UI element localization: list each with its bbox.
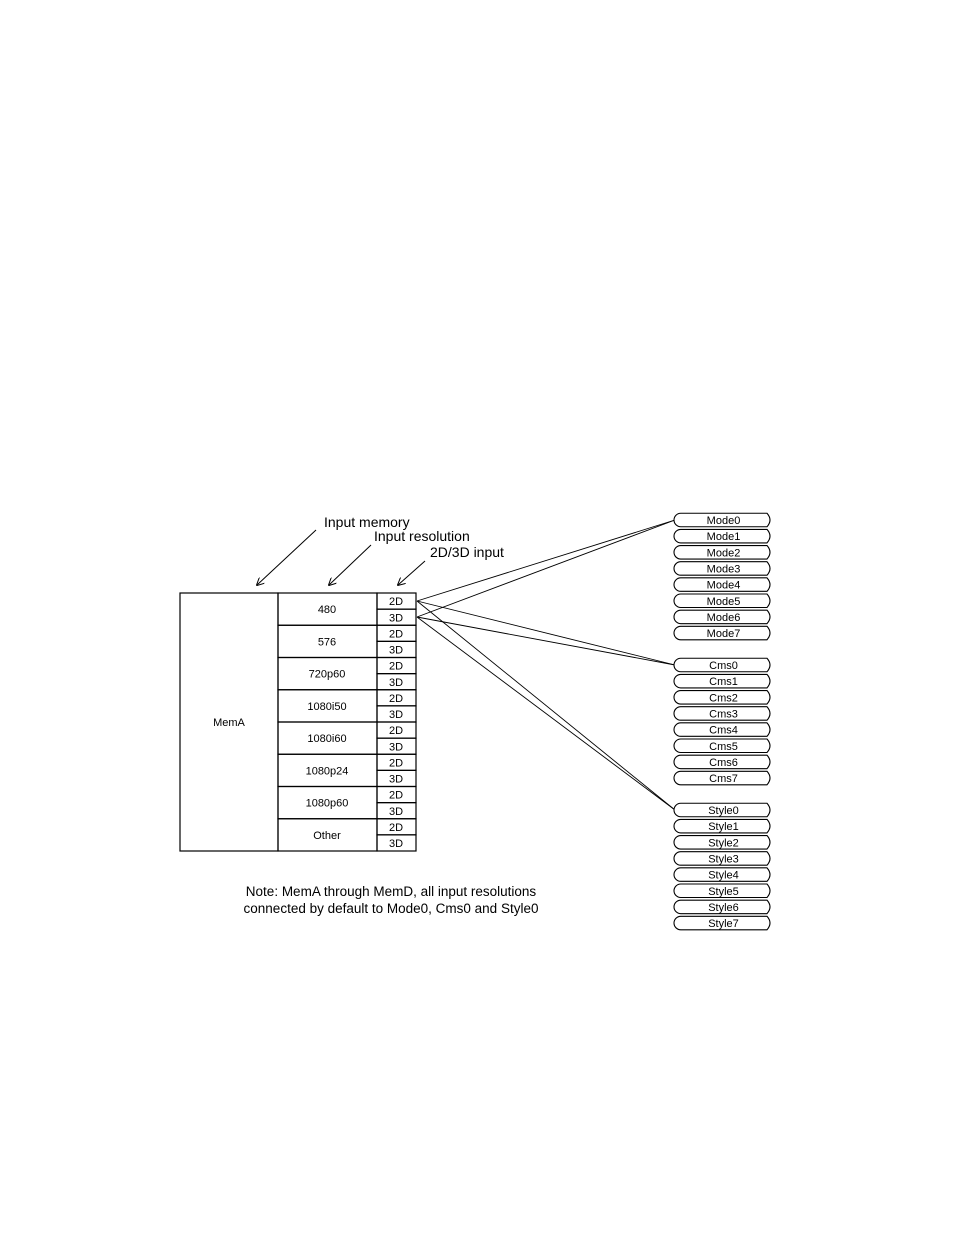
- style-pill: [673, 818, 771, 834]
- mode-pill: [673, 512, 771, 528]
- default-connections: [416, 519, 676, 811]
- resolution-label: 1080p24: [306, 765, 349, 777]
- cms-pill: [673, 738, 771, 754]
- cms-label: Cms2: [709, 692, 738, 704]
- dim-label: 2D: [389, 757, 403, 769]
- cms-pill: [673, 706, 771, 721]
- mode-pill: [673, 545, 771, 560]
- mode-pill: [673, 593, 771, 609]
- cms-pill: [673, 690, 771, 705]
- cms-label: Cms0: [709, 660, 738, 672]
- cms-label: Cms7: [709, 773, 738, 785]
- resolution-label: 1080i50: [307, 701, 346, 713]
- mode-label: Mode1: [707, 531, 741, 543]
- style-label: Style4: [708, 870, 739, 882]
- dim-label: 3D: [389, 612, 403, 624]
- cms-label: Cms1: [709, 676, 738, 688]
- style-pill: [673, 867, 771, 882]
- resolution-label: Other: [313, 830, 341, 842]
- mode-pill: [673, 625, 771, 641]
- cms-label: Cms5: [709, 741, 738, 753]
- dim-cell: [376, 834, 417, 852]
- style-pill: [673, 899, 771, 915]
- memory-label: MemA: [213, 717, 245, 729]
- mode-label: Mode4: [707, 580, 741, 592]
- mode-label: Mode6: [707, 612, 741, 624]
- cms-pill: [673, 673, 771, 689]
- dim-label: 2D: [389, 790, 403, 802]
- resolution-table: 480 2D 3D 576 2D 3D 720p60 2D 3D 1080i50 2D 3D 1080i…: [277, 592, 417, 852]
- connection-line: [416, 600, 676, 666]
- cms-pill: [673, 754, 771, 770]
- cms-label: Cms4: [709, 725, 738, 737]
- resolution-label: 720p60: [309, 669, 346, 681]
- mode-pill: [673, 561, 771, 576]
- header-2d3d-input: 2D/3D input: [430, 544, 504, 560]
- style-label: Style0: [708, 805, 739, 817]
- dim-label: 2D: [389, 822, 403, 834]
- style-label: Style5: [708, 886, 739, 898]
- dim-label: 3D: [389, 806, 403, 818]
- cms-pill: [673, 722, 771, 737]
- style-label: Style2: [708, 837, 739, 849]
- dim-label: 3D: [389, 677, 403, 689]
- mode-label: Mode5: [707, 596, 741, 608]
- mode-label: Mode2: [707, 547, 741, 559]
- header-input-memory: Input memory: [324, 514, 410, 530]
- header-input-resolution: Input resolution: [374, 528, 470, 544]
- resolution-label: 480: [318, 604, 336, 616]
- cms-pill: [673, 657, 771, 673]
- dim-label: 2D: [389, 661, 403, 673]
- connection-line: [416, 600, 676, 811]
- mode-label: Mode7: [707, 628, 741, 640]
- dim-label: 2D: [389, 725, 403, 737]
- style-label: Style3: [708, 853, 739, 865]
- mode-pill: [673, 528, 771, 544]
- style-label: Style1: [708, 821, 739, 833]
- mode-label: Mode3: [707, 563, 741, 575]
- note-line-1: Note: MemA through MemD, all input resol…: [246, 884, 537, 899]
- cms-label: Cms6: [709, 757, 738, 769]
- mode-pill: [673, 609, 771, 625]
- style-pill: [673, 802, 771, 818]
- resolution-label: 1080p60: [306, 798, 349, 810]
- connection-line: [416, 519, 676, 602]
- mode-pill: [673, 577, 771, 592]
- dim-label: 3D: [389, 645, 403, 657]
- style-label: Style7: [708, 918, 739, 930]
- cms-label: Cms3: [709, 708, 738, 720]
- connection-line: [416, 616, 676, 811]
- arrow-input-resolution: [329, 544, 372, 585]
- style-pill: [673, 883, 771, 899]
- arrow-2d3d-input: [398, 560, 426, 585]
- style-pill: [673, 915, 771, 931]
- style-label: Style6: [708, 902, 739, 914]
- style-pill: [673, 851, 771, 866]
- dim-label: 3D: [389, 774, 403, 786]
- dim-label: 3D: [389, 741, 403, 753]
- cms-pill: [673, 770, 771, 786]
- style-pill: [673, 835, 771, 850]
- connection-line: [416, 616, 676, 666]
- resolution-label: 576: [318, 636, 336, 648]
- dim-label: 2D: [389, 596, 403, 608]
- style-list: Style0Style1Style2Style3Style4Style5Styl…: [673, 802, 771, 931]
- arrow-input-memory: [257, 529, 317, 585]
- note-line-2: connected by default to Mode0, Cms0 and …: [244, 901, 539, 916]
- mode-label: Mode0: [707, 515, 741, 527]
- dim-label: 3D: [389, 709, 403, 721]
- dim-label: 2D: [389, 628, 403, 640]
- resolution-label: 1080i60: [307, 733, 346, 745]
- connection-line: [416, 519, 676, 618]
- dim-label: 3D: [389, 838, 403, 850]
- dim-label: 2D: [389, 693, 403, 705]
